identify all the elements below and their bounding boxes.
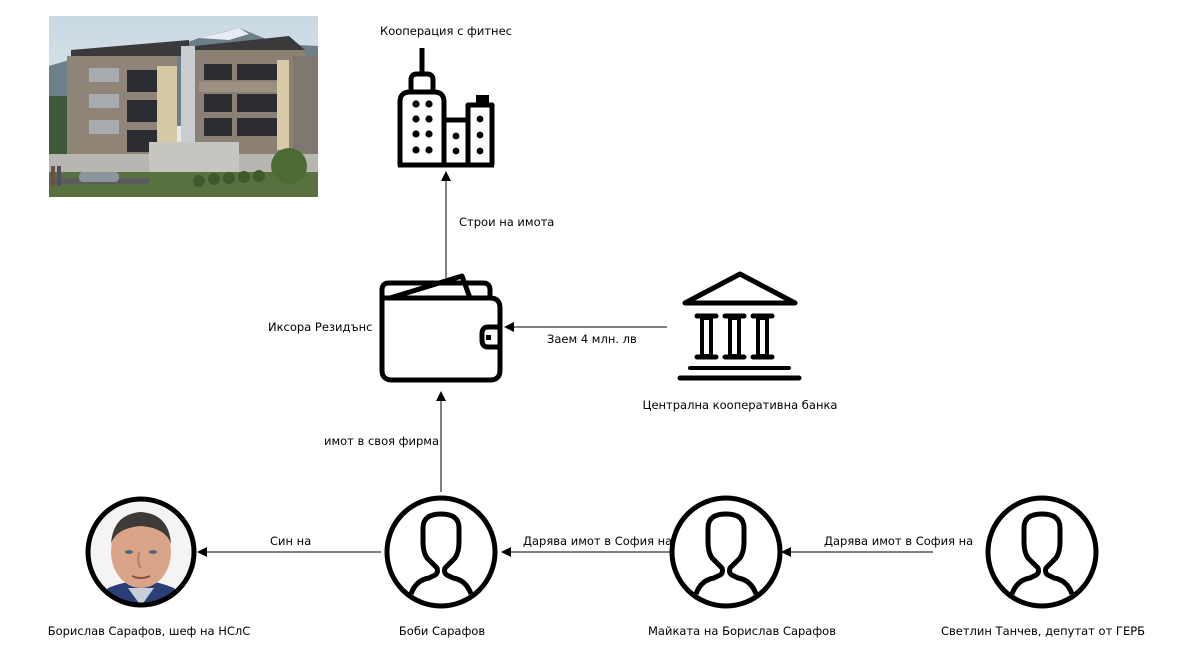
- borislav-avatar-ring: [85, 496, 197, 608]
- edge-label-mother-to-bobi: Дарява имот в София на: [523, 534, 673, 548]
- node-label-mother: Майката на Борислав Сарафов: [648, 624, 836, 638]
- user-icon-bobi: [384, 495, 498, 609]
- edge-label-bank-to-ixora: Заем 4 млн. лв: [547, 332, 637, 346]
- city-buildings-icon: [397, 48, 495, 168]
- node-label-ixora: Иксора Резидънс: [268, 320, 373, 334]
- edge-label-svetlin-to-mother: Дарява имот в София на: [824, 534, 974, 548]
- city-buildings-icon-roof: [476, 95, 489, 105]
- node-label-borislav: Борислав Сарафов, шеф на НСлС: [47, 624, 251, 638]
- user-icon-mother: [669, 495, 783, 609]
- edge-label-bobi-to-borislav: Син на: [270, 534, 312, 548]
- wallet-clasp: [486, 335, 491, 340]
- node-label-fitness: Кооперация с фитнес: [380, 24, 512, 38]
- building-rendering-photo: [49, 16, 318, 197]
- city-building-windows: [412, 100, 484, 155]
- node-label-bobi: Боби Сарафов: [398, 624, 486, 638]
- edge-label-ixora-to-fitness: Строи на имота: [459, 215, 555, 229]
- node-label-bank: Централна кооперативна банка: [642, 398, 838, 412]
- wallet-icon: [379, 273, 503, 383]
- node-label-svetlin: Светлин Танчев, депутат от ГЕРБ: [940, 624, 1146, 638]
- edge-label-bobi-to-ixora: имот в своя фирма: [324, 434, 440, 448]
- bank-icon: [677, 271, 802, 381]
- user-icon-svetlin: [985, 495, 1099, 609]
